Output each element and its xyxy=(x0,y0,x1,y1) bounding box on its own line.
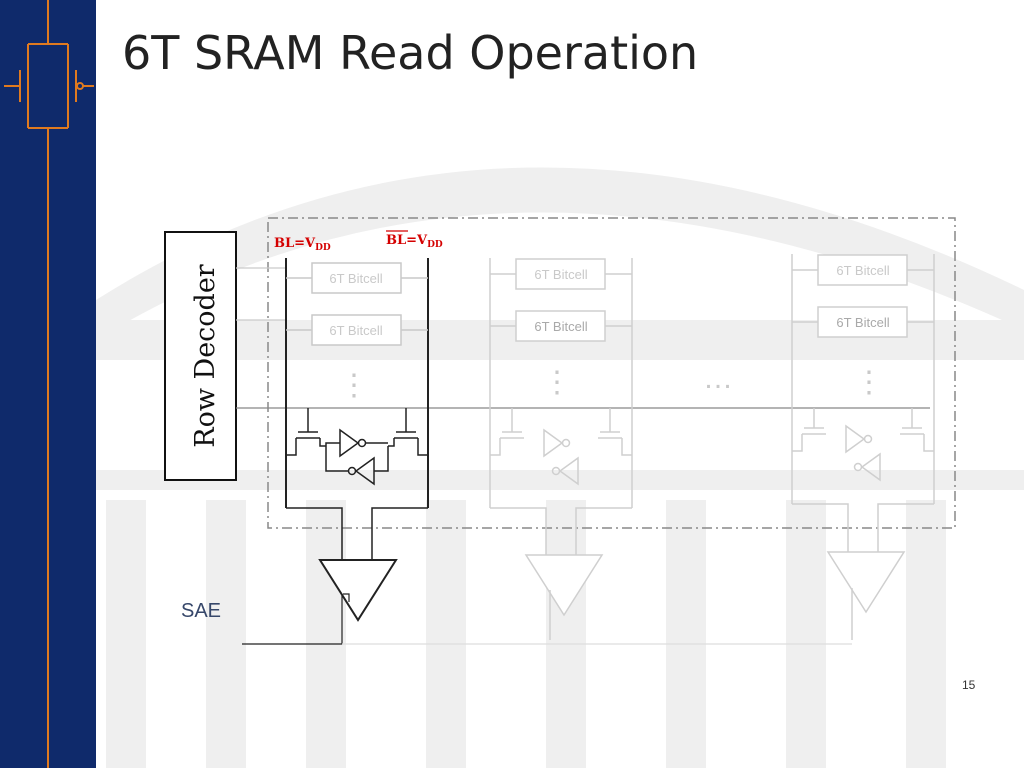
word-lines xyxy=(236,267,286,321)
column-ellipsis: … xyxy=(703,362,733,395)
bitline-right-label: BL=VDD xyxy=(386,233,443,250)
faded-column-2 xyxy=(489,258,633,640)
sidebar xyxy=(0,0,96,768)
sense-amplifier xyxy=(318,559,398,622)
active-column: 6T Bitcell 6T Bitcell ⋮ xyxy=(242,230,443,645)
bitcell-label: 6T Bitcell xyxy=(836,315,889,330)
row-decoder-label: Row Decoder xyxy=(190,264,221,448)
sae-wire xyxy=(242,594,343,645)
bitcell-label: 6T Bitcell xyxy=(534,319,587,334)
vertical-ellipsis: ⋮ xyxy=(339,369,369,402)
array-boundary xyxy=(267,217,956,529)
sae-label: SAE xyxy=(181,600,222,622)
bitline-left-label: BL=VDD xyxy=(274,236,331,253)
bitcell-schematic xyxy=(286,408,428,486)
row-decoder: Row Decoder xyxy=(164,231,237,481)
transistor-logo-icon xyxy=(4,0,94,768)
slide-title: 6T SRAM Read Operation xyxy=(122,26,699,80)
bitcell-label: 6T Bitcell xyxy=(836,263,889,278)
bitcell-label: 6T Bitcell xyxy=(329,271,382,286)
vertical-ellipsis: ⋮ xyxy=(542,366,572,399)
bitcell-label: 6T Bitcell xyxy=(329,323,382,338)
vertical-ellipsis: ⋮ xyxy=(854,366,884,399)
faded-column-3 xyxy=(791,254,935,640)
bitcell-label: 6T Bitcell xyxy=(534,267,587,282)
page-number: 15 xyxy=(962,678,976,692)
